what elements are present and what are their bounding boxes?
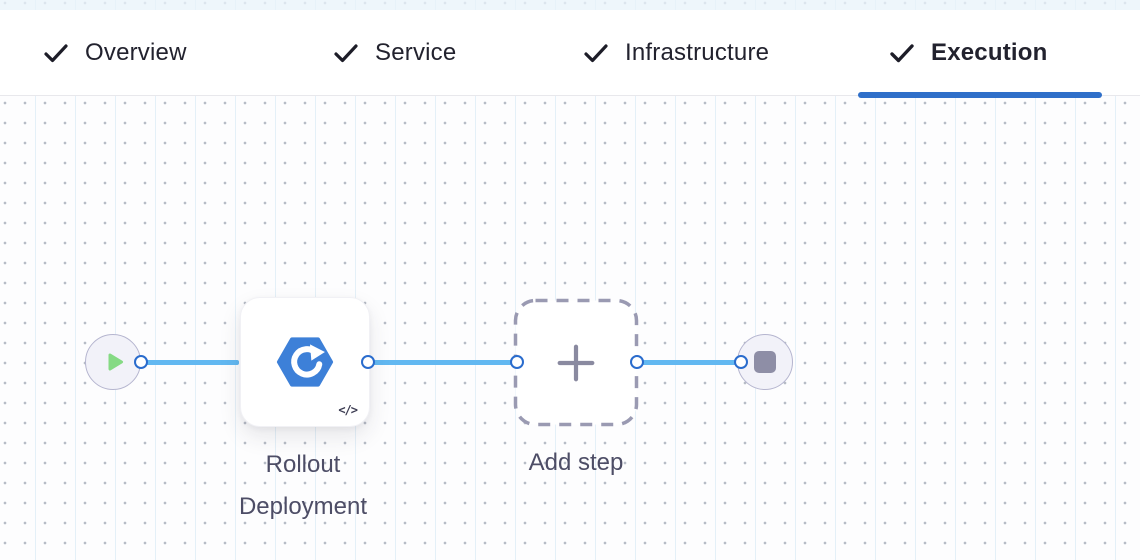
check-icon xyxy=(332,39,360,67)
active-tab-underline xyxy=(858,92,1102,98)
connector-port[interactable] xyxy=(510,355,524,369)
check-icon xyxy=(888,39,916,67)
tab-execution[interactable]: Execution xyxy=(888,10,1048,95)
connector-addstep-to-end xyxy=(637,360,741,365)
play-icon xyxy=(103,350,127,374)
step-label: Rollout Deployment xyxy=(238,451,368,520)
connector-port[interactable] xyxy=(134,355,148,369)
code-icon: </> xyxy=(338,403,358,417)
tab-label: Execution xyxy=(931,38,1048,66)
tab-label: Infrastructure xyxy=(625,38,770,66)
add-step-node[interactable] xyxy=(513,298,639,427)
connector-port[interactable] xyxy=(630,355,644,369)
tab-label: Overview xyxy=(85,38,187,66)
add-step-label: Add step xyxy=(528,449,624,476)
connector-port[interactable] xyxy=(734,355,748,369)
tab-overview[interactable]: Overview xyxy=(42,10,187,95)
start-node[interactable] xyxy=(85,334,141,390)
tab-label: Service xyxy=(375,38,457,66)
tab-infrastructure[interactable]: Infrastructure xyxy=(582,10,769,95)
tab-service[interactable]: Service xyxy=(332,10,456,95)
stage-tabbar: Overview Service Infrastructure Executio… xyxy=(0,10,1140,98)
step-rollout-deployment[interactable]: </> xyxy=(240,297,370,427)
canvas-top-strip xyxy=(0,0,1140,10)
connector-start-to-step xyxy=(141,360,239,365)
check-icon xyxy=(42,39,70,67)
stop-icon xyxy=(754,351,776,373)
connector-port[interactable] xyxy=(361,355,375,369)
connector-step-to-addstep xyxy=(368,360,517,365)
k8s-rollout-icon xyxy=(276,333,334,391)
check-icon xyxy=(582,39,610,67)
plus-icon xyxy=(513,298,639,427)
